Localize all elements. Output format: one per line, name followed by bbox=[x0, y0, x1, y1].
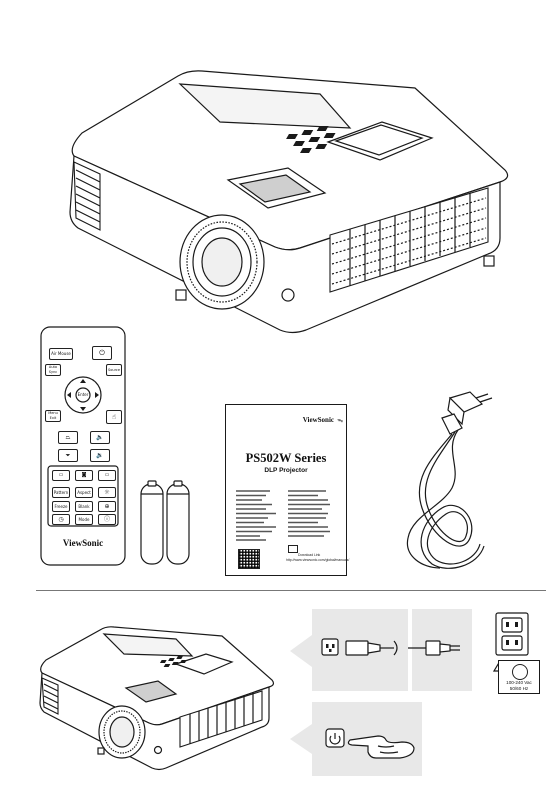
projector-illustration bbox=[60, 30, 530, 360]
page-down-icon: ▭ bbox=[104, 472, 110, 478]
download-label: Download Link bbox=[298, 553, 321, 557]
blank-button[interactable]: Blank bbox=[75, 501, 93, 512]
zoom-icon: ⊕ bbox=[104, 503, 110, 510]
aspect-button[interactable]: Aspect bbox=[75, 487, 93, 498]
info-icon: ⓘ bbox=[103, 516, 110, 523]
control-pad bbox=[286, 121, 434, 161]
language-list-right bbox=[288, 489, 338, 541]
pattern-button[interactable]: Pattern bbox=[52, 487, 70, 498]
menu-exit-button[interactable]: Menu Exit bbox=[45, 410, 61, 422]
laptop-icon bbox=[288, 545, 298, 553]
keystone-button[interactable]: ⏢ bbox=[58, 431, 78, 444]
voltage-text: 100-240 Vac 50/60 Hz bbox=[499, 680, 539, 691]
wall-outlet bbox=[495, 612, 529, 656]
freeze-button[interactable]: Freeze bbox=[52, 501, 70, 512]
page-up-button[interactable]: ▭ bbox=[52, 470, 70, 481]
language-list-left bbox=[236, 489, 286, 541]
voltage-value: 100-240 Vac bbox=[506, 680, 532, 685]
zoom-button[interactable]: ⊕ bbox=[98, 501, 116, 512]
timer-icon: ◷ bbox=[58, 516, 64, 523]
volume-down-button[interactable]: 🔉 bbox=[90, 449, 110, 462]
mouse-click-button[interactable]: ☝ bbox=[106, 410, 122, 424]
page-up-icon: ▭ bbox=[58, 472, 64, 478]
keystone-icon: ⏢ bbox=[65, 434, 71, 441]
remote-control: Air Mouse ⏻ Auto Sync Source Enter Menu … bbox=[40, 326, 126, 566]
power-button[interactable]: ⏻ bbox=[92, 346, 112, 360]
qr-code bbox=[238, 549, 260, 569]
eco-button[interactable]: ☼ bbox=[98, 487, 116, 498]
page-down-button[interactable]: ▭ bbox=[98, 470, 116, 481]
quick-start-guide: ViewSonic ᯓ PS502W Series DLP Projector … bbox=[225, 404, 349, 576]
batteries bbox=[138, 480, 192, 568]
power-symbol-icon bbox=[329, 733, 341, 745]
section-divider bbox=[36, 590, 546, 591]
birds-logo-icon: ᯓ bbox=[337, 418, 343, 424]
power-icon: ⏻ bbox=[99, 349, 105, 357]
info-button[interactable]: ⓘ bbox=[98, 514, 116, 525]
connection-diagram bbox=[290, 609, 490, 691]
projector-small-illustration bbox=[36, 604, 286, 784]
keystone-down-icon: ⏷ bbox=[65, 452, 71, 459]
sun-icon: ☼ bbox=[104, 489, 110, 496]
source-button[interactable]: Source bbox=[106, 364, 122, 376]
booklet-subtitle: DLP Projector bbox=[264, 467, 308, 474]
power-cord bbox=[392, 388, 504, 572]
volume-up-button[interactable]: 🔈 bbox=[90, 431, 110, 444]
booklet-brand: ViewSonic bbox=[302, 416, 334, 424]
voltage-label: 100-240 Vac 50/60 Hz bbox=[498, 660, 540, 694]
pointer-icon: ☝ bbox=[111, 413, 117, 421]
projector-lens bbox=[179, 214, 265, 310]
remote-brand: ViewSonic bbox=[62, 538, 104, 548]
air-mouse-button[interactable]: Air Mouse bbox=[49, 348, 73, 360]
booklet-title: PS502W Series bbox=[245, 451, 327, 465]
frequency-value: 50/60 Hz bbox=[509, 685, 529, 691]
keystone-down-button[interactable]: ⏷ bbox=[58, 449, 78, 462]
mute-button[interactable]: ◙ bbox=[75, 470, 93, 481]
auto-sync-button[interactable]: Auto Sync bbox=[45, 364, 61, 376]
mute-icon: ◙ bbox=[81, 472, 87, 478]
enter-button[interactable]: Enter bbox=[77, 392, 89, 397]
download-url[interactable]: http://www.viewsonic.com/global/manuals/ bbox=[286, 558, 350, 562]
download-info: Download Link http://www.viewsonic.com/g… bbox=[286, 553, 349, 563]
volume-up-icon: 🔈 bbox=[96, 434, 104, 441]
mode-button[interactable]: Mode bbox=[75, 514, 93, 525]
power-on-diagram bbox=[290, 702, 424, 776]
socket-icon bbox=[512, 664, 528, 680]
volume-down-icon: 🔉 bbox=[96, 452, 104, 459]
timer-button[interactable]: ◷ bbox=[52, 514, 70, 525]
